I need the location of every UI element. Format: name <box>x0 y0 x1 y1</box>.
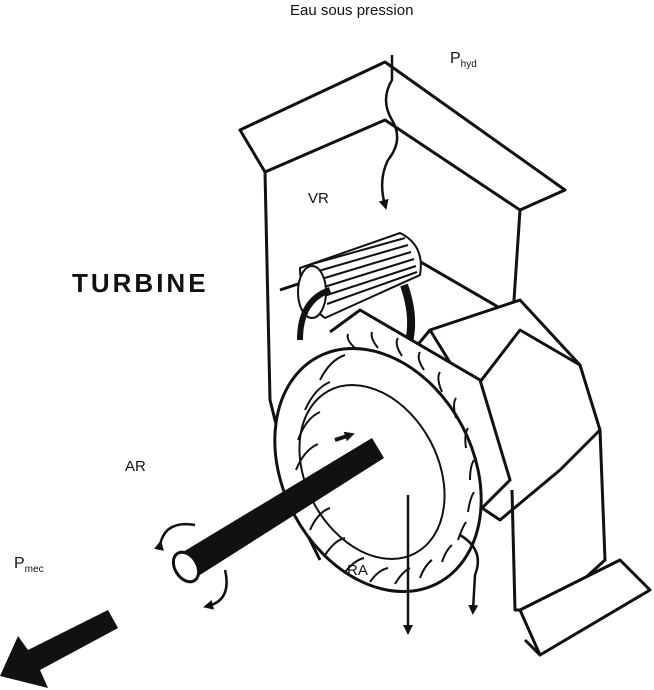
mechanical-power-label: Pmec <box>14 555 44 573</box>
hydraulic-power-subscript: hyd <box>461 59 477 70</box>
guide-vanes-label: VR <box>308 190 329 207</box>
hydraulic-power-label: Phyd <box>450 50 477 68</box>
shaft-label: AR <box>125 458 146 475</box>
water-inlet-label: Eau sous pression <box>290 2 413 19</box>
diagram-title: TURBINE <box>72 268 209 299</box>
runner-label: RA <box>347 562 368 579</box>
mechanical-power-subscript: mec <box>25 564 44 575</box>
hydraulic-power-symbol: P <box>450 50 461 67</box>
mechanical-power-arrow <box>0 610 118 688</box>
mechanical-power-symbol: P <box>14 555 25 572</box>
